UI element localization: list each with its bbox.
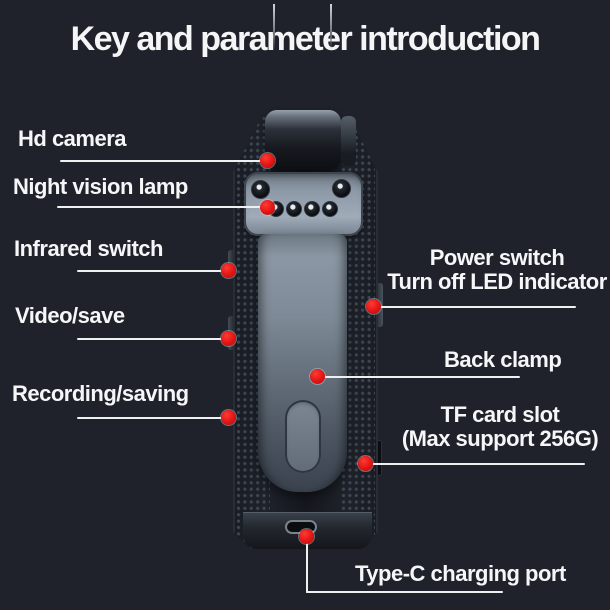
night-vision-led: [286, 201, 302, 217]
callout-label: Power switch: [429, 245, 565, 270]
callout-line-night-vision: [57, 206, 268, 208]
rotatable-camera-head: [265, 110, 341, 170]
callout-dot-power: [366, 299, 381, 314]
callout-label: Type-C charging port: [355, 561, 566, 586]
callout-line-tf-card: [366, 463, 585, 465]
callout-dot-tf-card: [358, 456, 373, 471]
usb-c-port: [287, 522, 315, 532]
callout-label: Back clamp: [444, 347, 562, 372]
callout-dot-infrared: [221, 263, 236, 278]
callout-line-infrared: [77, 270, 229, 272]
callout-tf-card-slot: TF card slot (Max support 256G): [392, 403, 608, 451]
camera-head-seam: [273, 4, 275, 50]
infrared-lamp: [332, 179, 351, 198]
callout-dot-hd-camera: [260, 153, 275, 168]
callout-label: Infrared switch: [14, 236, 163, 261]
callout-dot-back-clamp: [310, 369, 325, 384]
callout-label: Recording/saving: [12, 381, 189, 406]
callout-dot-night-vision: [260, 200, 275, 215]
callout-label: TF card slot: [440, 402, 560, 427]
night-vision-led: [322, 201, 338, 217]
callout-infrared-switch: Infrared switch: [14, 237, 163, 261]
callout-dot-recording: [221, 410, 236, 425]
callout-recording-saving: Recording/saving: [12, 382, 189, 406]
callout-line-type-c-vertical: [306, 540, 308, 593]
callout-line-recording: [77, 417, 229, 419]
callout-label: Turn off LED indicator: [387, 269, 607, 294]
hinge-knuckle: [341, 116, 356, 166]
callout-back-clamp: Back clamp: [444, 347, 562, 372]
callout-line-hd-camera: [60, 160, 268, 162]
callout-label: (Max support 256G): [401, 426, 599, 451]
back-clip-slot: [285, 400, 321, 473]
camera-head-seam: [330, 4, 332, 50]
infrared-lamp: [251, 180, 270, 199]
callout-label: Hd camera: [18, 126, 127, 151]
callout-line-back-clamp: [318, 376, 520, 378]
callout-video-save: Video/save: [15, 304, 125, 328]
callout-dot-video-save: [221, 331, 236, 346]
callout-label: Night vision lamp: [13, 174, 188, 199]
callout-dot-type-c: [299, 529, 314, 544]
callout-power-switch: Power switch Turn off LED indicator: [385, 246, 609, 294]
night-vision-led: [304, 201, 320, 217]
callout-label: Video/save: [15, 303, 125, 328]
callout-line-power: [375, 306, 576, 308]
callout-type-c-port: Type-C charging port: [355, 562, 566, 586]
callout-night-vision-lamp: Night vision lamp: [13, 175, 188, 199]
callout-line-type-c-horizontal: [306, 591, 503, 593]
page-title: Key and parameter introduction: [70, 20, 541, 58]
tf-card-slot-opening: [375, 441, 381, 475]
callout-line-video-save: [77, 338, 229, 340]
callout-hd-camera: Hd camera: [18, 126, 127, 151]
